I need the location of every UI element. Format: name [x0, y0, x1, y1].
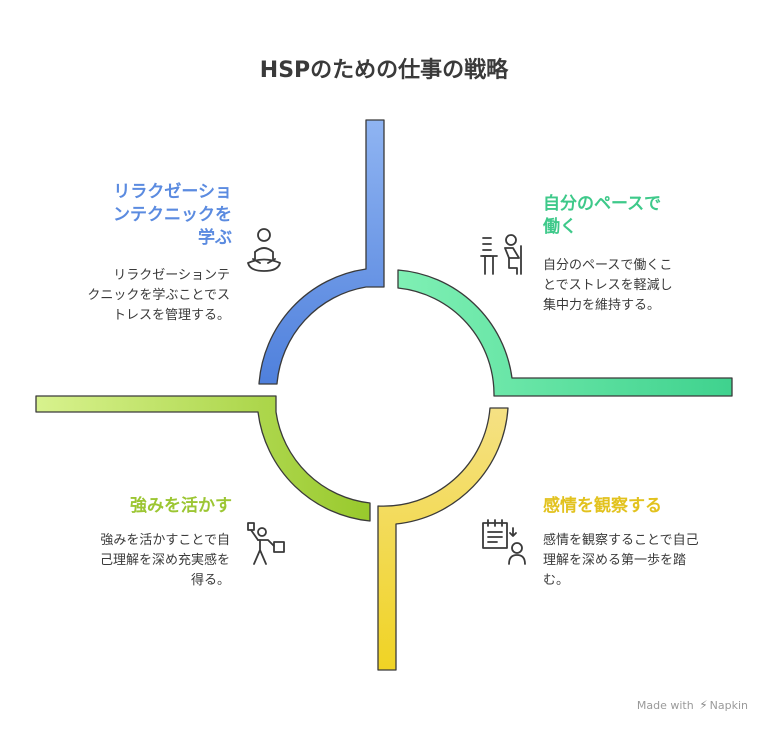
- diagram-title: HSPのための仕事の戦略: [259, 58, 509, 83]
- top-left-arc-arm: [258, 119, 385, 385]
- meditation-icon: [247, 228, 281, 272]
- desk-worker-icon: [480, 234, 522, 275]
- top-left-title: リラクゼーショ ンテクニックを 学ぶ: [113, 182, 232, 248]
- bottom-left-title: 強みを活かす: [130, 496, 232, 516]
- bottom-right-description: 感情を観察することで自己 理解を深める第一歩を踏 む。: [543, 533, 699, 588]
- bottom-left-arc-arm: [35, 395, 371, 522]
- celebrating-person-icon: [247, 522, 285, 565]
- top-left-description: リラクゼーションテ クニックを学ぶことでス トレスを管理する。: [87, 268, 230, 323]
- top-right-title: 自分のペースで 働く: [543, 194, 662, 237]
- napkin-logo-icon: ⚡: [699, 698, 708, 712]
- top-right-description: 自分のペースで働くこ とでストレスを軽減し 集中力を維持する。: [543, 258, 673, 313]
- bottom-left-description: 強みを活かすことで自 己理解を深め充実感を 得る。: [99, 533, 230, 588]
- made-with-napkin-footer: Made with ⚡Napkin: [636, 698, 748, 712]
- bottom-right-arc-arm: [377, 407, 509, 671]
- observing-person-icon: [482, 519, 526, 565]
- top-right-arc-arm: [397, 269, 733, 397]
- bottom-right-title: 感情を観察する: [543, 496, 662, 516]
